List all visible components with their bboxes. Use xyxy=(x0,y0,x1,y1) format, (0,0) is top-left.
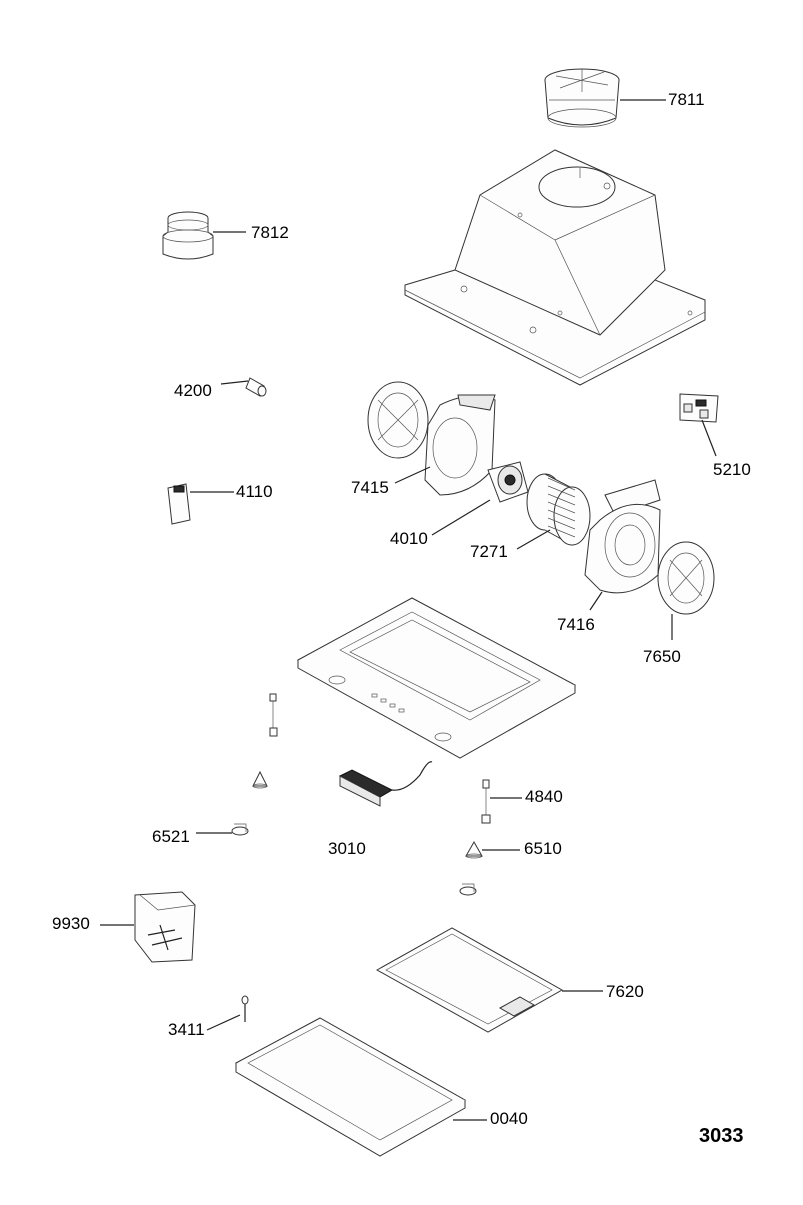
hood-bottom-frame xyxy=(296,597,577,759)
label-5210: 5210 xyxy=(713,460,751,479)
label-7811: 7811 xyxy=(668,90,705,109)
label-7812: 7812 xyxy=(251,223,289,242)
lamp-ring-right xyxy=(459,883,477,896)
part-6521-lamp-ring xyxy=(231,823,249,836)
part-7271-impeller xyxy=(526,473,591,546)
part-0040-frame xyxy=(234,1017,467,1157)
label-0040: 0040 xyxy=(490,1109,528,1128)
lamp-cone-left xyxy=(252,770,268,789)
page-number: 3033 xyxy=(699,1125,744,1147)
part-7416-fan-housing-right xyxy=(584,479,661,594)
label-4200: 4200 xyxy=(174,381,212,400)
part-7620-grease-filter xyxy=(375,927,564,1033)
part-9930-fixing-kit xyxy=(134,891,196,963)
hood-housing xyxy=(404,149,706,386)
part-4110-switch xyxy=(167,483,191,525)
part-7415-fan-housing-left xyxy=(367,381,496,496)
label-4110: 4110 xyxy=(236,482,273,501)
label-4840: 4840 xyxy=(525,787,563,806)
label-7416: 7416 xyxy=(557,615,595,634)
label-3010: 3010 xyxy=(328,839,366,858)
label-7650: 7650 xyxy=(643,647,681,666)
label-3411: 3411 xyxy=(168,1020,205,1039)
part-3411-screw xyxy=(241,995,249,1022)
part-4840-lamp-cable xyxy=(481,779,491,824)
part-3010-lighting-unit xyxy=(338,761,433,807)
part-4010-motor xyxy=(487,461,529,503)
connector-wire-small xyxy=(269,693,278,737)
label-6521: 6521 xyxy=(152,827,190,846)
part-7650-carbon-filter xyxy=(657,541,715,615)
label-7271: 7271 xyxy=(470,542,508,561)
part-7812-reducer xyxy=(162,211,214,260)
part-6510-lamp-cone xyxy=(465,840,483,859)
label-4010: 4010 xyxy=(390,529,428,548)
label-7415: 7415 xyxy=(351,478,389,497)
part-4200-capacitor xyxy=(245,377,267,397)
part-5210-pcb xyxy=(679,393,719,423)
label-9930: 9930 xyxy=(52,914,90,933)
label-6510: 6510 xyxy=(524,839,562,858)
part-7811-adapter-ring xyxy=(544,68,620,128)
label-7620: 7620 xyxy=(606,982,644,1001)
